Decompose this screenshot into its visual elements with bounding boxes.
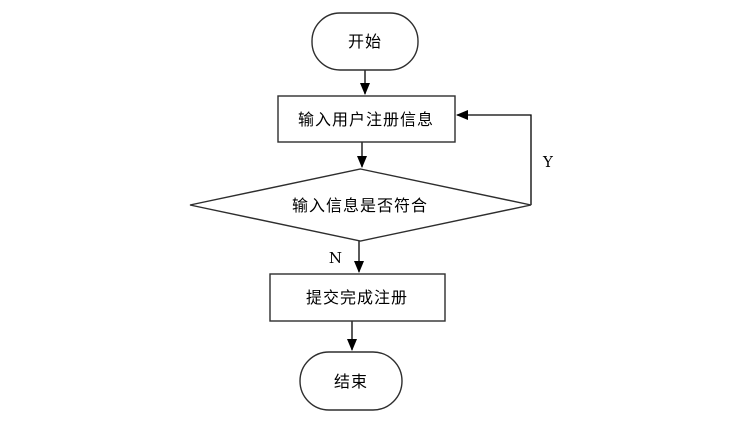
decision-label: 输入信息是否符合 xyxy=(292,196,428,215)
decision-diamond-shape xyxy=(189,168,532,242)
input-process-shape xyxy=(277,95,456,143)
node-submit: 提交完成注册 xyxy=(269,273,446,322)
node-input: 输入用户注册信息 xyxy=(277,95,456,143)
arrow-decision-loop-to-input xyxy=(456,110,532,205)
node-end: 结束 xyxy=(299,351,403,411)
start-label: 开始 xyxy=(348,32,382,51)
yes-branch-label: Y xyxy=(542,153,554,171)
end-label: 结束 xyxy=(334,372,368,391)
node-decision: 输入信息是否符合 xyxy=(189,168,532,242)
no-branch-label: N xyxy=(329,249,342,267)
start-terminator-shape xyxy=(311,12,419,71)
node-start: 开始 xyxy=(311,12,419,71)
submit-process-shape xyxy=(269,273,446,322)
submit-label: 提交完成注册 xyxy=(306,288,408,307)
end-terminator-shape xyxy=(299,351,403,411)
input-label: 输入用户注册信息 xyxy=(298,110,434,129)
